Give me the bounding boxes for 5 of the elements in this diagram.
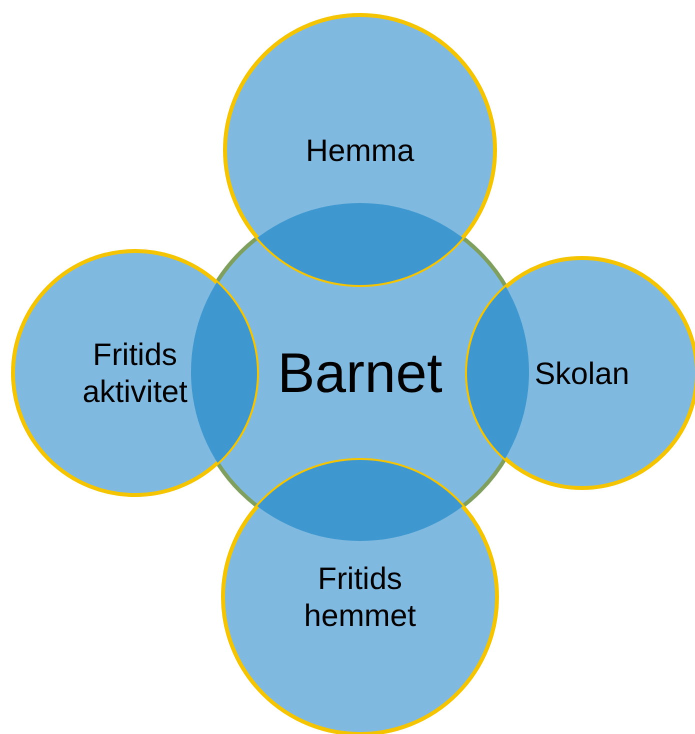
circle-label: Barnet	[276, 340, 444, 406]
circle-label: Fritids hemmet	[303, 560, 417, 634]
circle-label: Hemma	[304, 132, 416, 169]
circle-label: Fritids aktivitet	[81, 336, 189, 410]
circle-label: Skolan	[534, 354, 630, 392]
